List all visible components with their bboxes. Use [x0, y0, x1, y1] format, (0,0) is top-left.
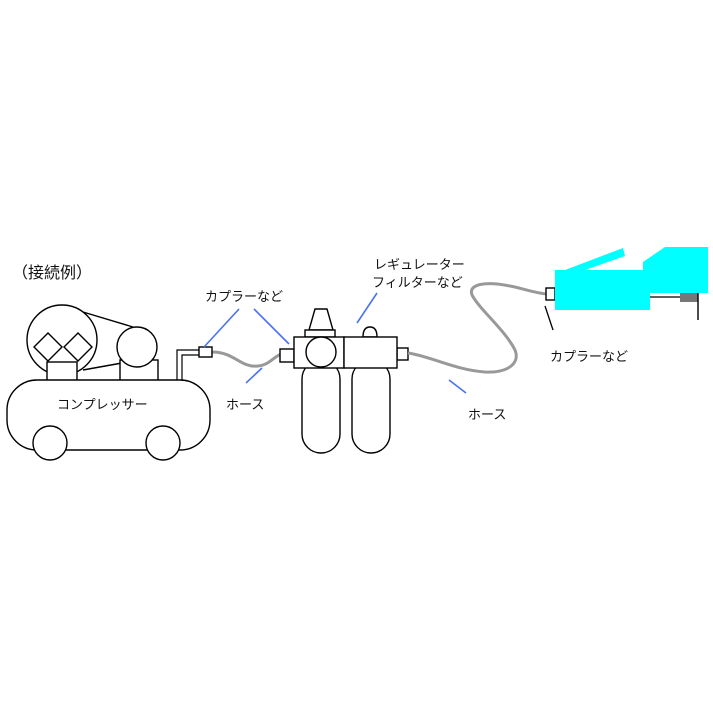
coupler-left-label: カプラーなど	[205, 290, 283, 305]
hose-right	[407, 282, 548, 374]
compressor-label: コンプレッサー	[57, 398, 148, 413]
hose-right-label: ホース	[468, 408, 506, 423]
regulator-label-1: レギュレーター	[374, 258, 465, 273]
compressor: コンプレッサー	[6, 304, 211, 461]
regulator-label-2: フィルターなど	[372, 276, 463, 291]
diagram-title: （接続例）	[12, 263, 92, 282]
hose-left	[211, 350, 283, 368]
air-tool	[545, 247, 708, 320]
coupler-left	[198, 346, 213, 358]
coupler-right-label: カプラーなど	[550, 350, 628, 365]
regulator-filter	[279, 308, 409, 454]
hose-left-label: ホース	[226, 398, 264, 413]
